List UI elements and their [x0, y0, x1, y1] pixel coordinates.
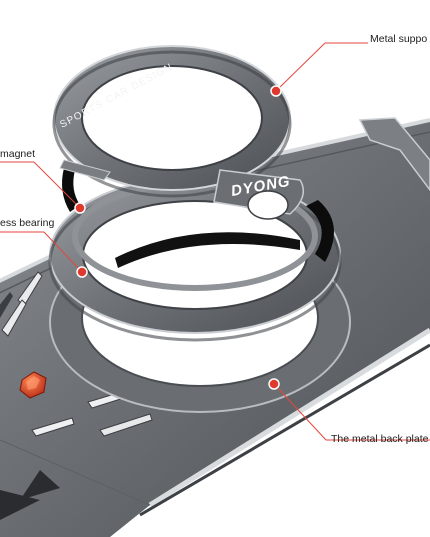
callout-label-back-plate: The metal back plate is l [331, 433, 430, 445]
callout-dot-support [270, 85, 282, 97]
callout-label-metal-support: Metal suppo [370, 33, 428, 45]
callout-leaders [0, 42, 430, 441]
callout-dot-backplate [268, 378, 280, 390]
callout-dot-bearing [76, 266, 88, 278]
metal-support-ring [52, 45, 305, 220]
callout-label-magnet: magnet [0, 148, 36, 160]
plate-vents [0, 271, 153, 520]
callout-dot-magnet [74, 202, 86, 214]
red-gem-accent [19, 371, 47, 399]
callout-label-bearing: ess bearing [0, 217, 55, 229]
